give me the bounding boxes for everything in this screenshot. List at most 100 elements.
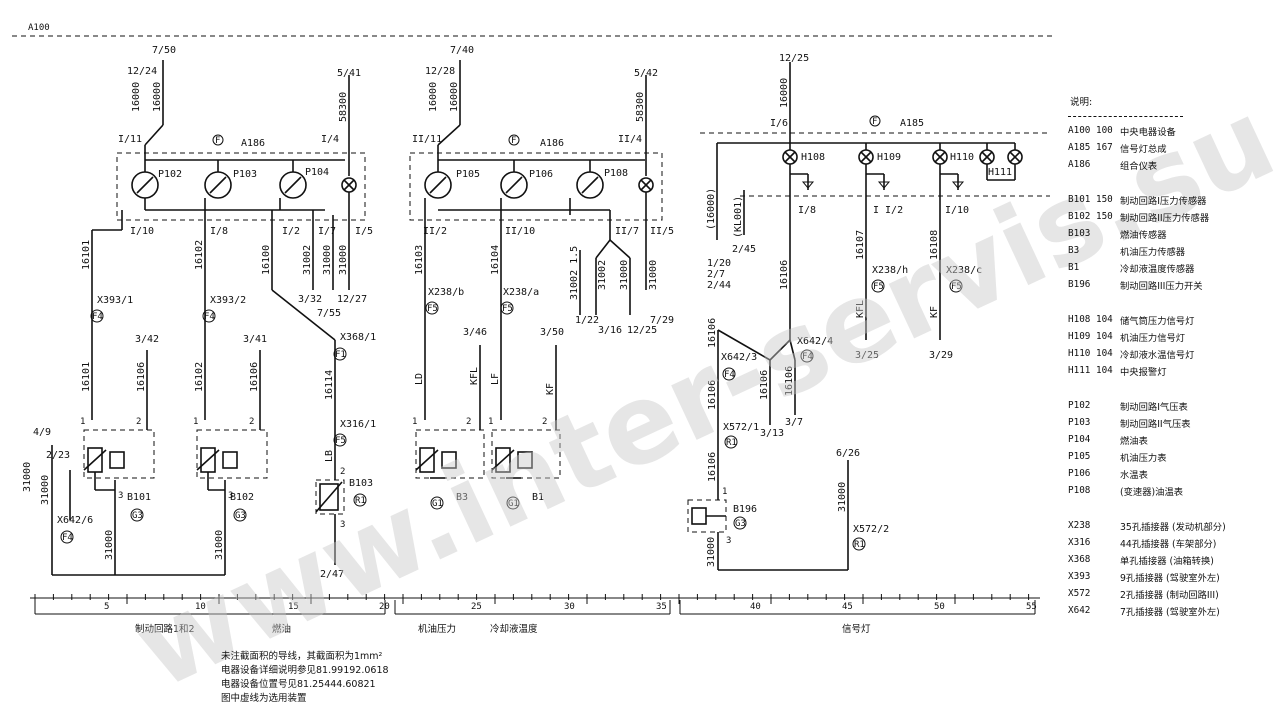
legend-desc: 冷却液水温信号灯 [1120, 349, 1195, 361]
label-x238-h: X238/h [872, 265, 908, 276]
legend-code: H109 104 [1068, 331, 1113, 342]
label-kfl: KFL [469, 367, 480, 385]
a186-right-box [409, 152, 663, 221]
label-58300-b: 58300 [635, 92, 646, 122]
section-brake: 制动回路1和2 [135, 623, 195, 635]
label-58300-a: 58300 [338, 92, 349, 122]
legend-code: H111 104 [1068, 365, 1113, 376]
legend-code: B3 [1068, 245, 1080, 256]
svg-text:B196: B196 [733, 504, 757, 515]
label-2-47: 2/47 [320, 569, 344, 580]
svg-text:H109: H109 [877, 152, 901, 163]
label-2-23: 2/23 [46, 450, 70, 461]
f-marker-left [212, 134, 224, 146]
label-i-8-b: I/8 [798, 205, 816, 216]
f4-marker-d [722, 367, 736, 381]
tick-35: 35 [656, 602, 667, 612]
label-31000-f: 31000 [214, 530, 225, 560]
svg-text:P104: P104 [305, 167, 329, 178]
label-5-42: 5/42 [634, 68, 658, 79]
label-7-40: 7/40 [450, 45, 474, 56]
label-31002-c: 31002 [597, 260, 608, 290]
lamp-h110: H110 [932, 143, 974, 210]
legend-desc: 2孔插接器 (制动回路III) [1120, 589, 1219, 601]
legend-desc: 44孔插接器 (车架部分) [1120, 538, 1217, 550]
legend-code: P102 [1068, 400, 1091, 411]
f-marker-right-text: F [872, 117, 877, 127]
legend-desc: 制动回路II压力传感器 [1120, 212, 1210, 224]
svg-text:B1: B1 [532, 492, 544, 503]
label-3-41: 3/41 [243, 334, 267, 345]
a185-label: A185 [900, 118, 924, 129]
label-16100: 16100 [261, 245, 272, 275]
legend-desc: 冷却液温度传感器 [1120, 263, 1195, 275]
tick-15: 15 [288, 602, 299, 612]
label-16104: 16104 [490, 245, 501, 275]
svg-text:1: 1 [412, 417, 417, 427]
svg-text:G1: G1 [432, 499, 443, 509]
svg-text:2: 2 [542, 417, 547, 427]
tick-25: 25 [471, 602, 482, 612]
svg-text:B3: B3 [456, 492, 468, 503]
f-marker-mid-text: F [511, 136, 516, 146]
legend-code: P108 [1068, 485, 1091, 496]
legend-code: X238 [1068, 520, 1091, 531]
gauge-p105: P105 [424, 160, 480, 230]
f5-text-a: F5 [335, 436, 346, 446]
svg-text:G1: G1 [508, 499, 519, 509]
label-kfl-2: KFL [855, 300, 866, 318]
label-12-25-a: 12/25 [627, 325, 657, 336]
label-16106-a: 16106 [136, 362, 147, 392]
tick-5: 5 [104, 602, 109, 612]
legend-gap [1068, 499, 1273, 517]
legend-desc: 机油压力信号灯 [1120, 332, 1186, 344]
legend-desc: 水温表 [1120, 469, 1148, 481]
label-x238-b: X238/b [428, 287, 464, 298]
svg-text:3: 3 [726, 536, 731, 546]
label-7-50: 7/50 [152, 45, 176, 56]
f5-marker-b [425, 301, 439, 315]
sensor-b103: 2 B103 R1 3 [315, 467, 373, 565]
f1-marker [333, 347, 347, 361]
label-7-29: 7/29 [650, 315, 674, 326]
legend-code: B103 [1068, 228, 1091, 239]
note-line: 未注截面积的导线，其截面积为1mm² [221, 651, 383, 662]
tick-30: 30 [564, 602, 575, 612]
lamp-h109: H109 [858, 143, 901, 210]
lamp-h108: H108 [782, 143, 825, 210]
section-oil: 机油压力 [418, 623, 456, 635]
legend-desc: 组合仪表 [1120, 160, 1158, 172]
label-i-2: I/2 [282, 226, 300, 237]
tick-45: 45 [842, 602, 853, 612]
label-ii-4: II/4 [618, 134, 642, 145]
label-ii-10: II/10 [505, 226, 535, 237]
label-2-7: 2/7 [707, 269, 725, 280]
label-3-32: 3/32 [298, 294, 322, 305]
label-i-11: I/11 [118, 134, 142, 145]
legend-desc: 制动回路II气压表 [1120, 418, 1191, 430]
svg-text:G3: G3 [235, 511, 246, 521]
label-i-8: I/8 [210, 226, 228, 237]
f4-text-b: F4 [204, 312, 215, 322]
label-x642-4: X642/4 [797, 336, 833, 347]
f5-text-d: F5 [873, 282, 884, 292]
wire-16000-bend [144, 124, 164, 146]
label-12-27: 12/27 [337, 294, 367, 305]
legend-gap [1068, 173, 1273, 191]
section-coolant: 冷却液温度 [490, 623, 538, 635]
gauge-p102: P102 [131, 160, 182, 210]
gauge-p103: P103 [204, 160, 257, 230]
wire-16106-join [717, 329, 771, 361]
f4-marker-e [800, 349, 814, 363]
legend-code: X393 [1068, 571, 1091, 582]
legend-desc: 信号灯总成 [1120, 143, 1167, 155]
legend-code: B102 150 [1068, 211, 1113, 222]
svg-text:B101: B101 [127, 492, 151, 503]
label-i-5: I/5 [355, 226, 373, 237]
